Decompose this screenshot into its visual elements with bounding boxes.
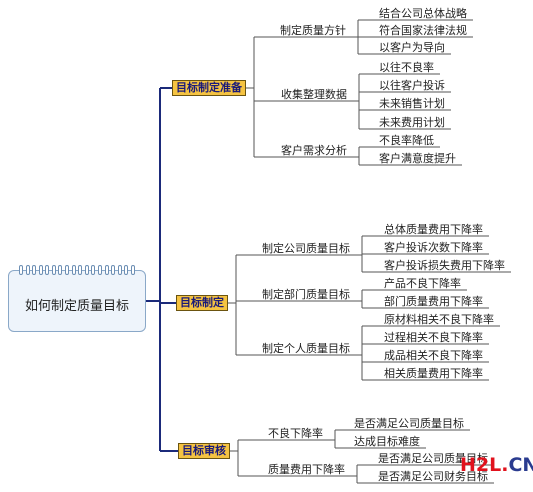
- leaf-item[interactable]: 过程相关不良下降率: [384, 331, 483, 344]
- leaf-item[interactable]: 是否满足公司质量目标: [354, 417, 464, 430]
- leaf-item[interactable]: 以往客户投诉: [379, 79, 445, 92]
- leaf-item[interactable]: 客户投诉次数下降率: [384, 241, 483, 254]
- root-node[interactable]: 如何制定质量目标: [8, 265, 146, 332]
- sub-department-goal[interactable]: 制定部门质量目标: [262, 288, 350, 301]
- leaf-item[interactable]: 原材料相关不良下降率: [384, 313, 494, 326]
- branch-goal-preparation[interactable]: 目标制定准备: [172, 80, 246, 96]
- spiral-binding: [19, 265, 135, 275]
- branch-goal-setting[interactable]: 目标制定: [176, 295, 228, 311]
- leaf-item[interactable]: 成品相关不良下降率: [384, 349, 483, 362]
- leaf-item[interactable]: 结合公司总体战略: [379, 7, 467, 20]
- leaf-item[interactable]: 未来费用计划: [379, 116, 445, 129]
- sub-quality-policy[interactable]: 制定质量方针: [280, 24, 346, 37]
- sub-defect-rate[interactable]: 不良下降率: [268, 427, 323, 440]
- branch-goal-review[interactable]: 目标审核: [178, 443, 230, 459]
- leaf-item[interactable]: 客户满意度提升: [379, 152, 456, 165]
- leaf-item[interactable]: 部门质量费用下降率: [384, 295, 483, 308]
- sub-individual-goal[interactable]: 制定个人质量目标: [262, 342, 350, 355]
- leaf-item[interactable]: 未来销售计划: [379, 97, 445, 110]
- leaf-item[interactable]: 客户投诉损失费用下降率: [384, 259, 505, 272]
- leaf-item[interactable]: 是否满足公司财务目标: [378, 470, 488, 483]
- leaf-item[interactable]: 以往不良率: [379, 61, 434, 74]
- sub-company-goal[interactable]: 制定公司质量目标: [262, 242, 350, 255]
- sub-quality-cost[interactable]: 质量费用下降率: [268, 463, 345, 476]
- leaf-item[interactable]: 以客户为导向: [379, 41, 445, 54]
- root-label: 如何制定质量目标: [24, 299, 129, 314]
- leaf-item[interactable]: 产品不良下降率: [384, 277, 461, 290]
- sub-customer-analysis[interactable]: 客户需求分析: [281, 144, 347, 157]
- leaf-item[interactable]: 总体质量费用下降率: [384, 223, 483, 236]
- leaf-item[interactable]: 相关质量费用下降率: [384, 367, 483, 380]
- leaf-item[interactable]: 达成目标难度: [354, 435, 420, 448]
- sub-collect-data[interactable]: 收集整理数据: [281, 88, 347, 101]
- watermark-logo: H2L.CN: [460, 454, 533, 476]
- leaf-item[interactable]: 不良率降低: [379, 134, 434, 147]
- leaf-item[interactable]: 是否满足公司质量目标: [378, 452, 488, 465]
- leaf-item[interactable]: 符合国家法律法规: [379, 24, 467, 37]
